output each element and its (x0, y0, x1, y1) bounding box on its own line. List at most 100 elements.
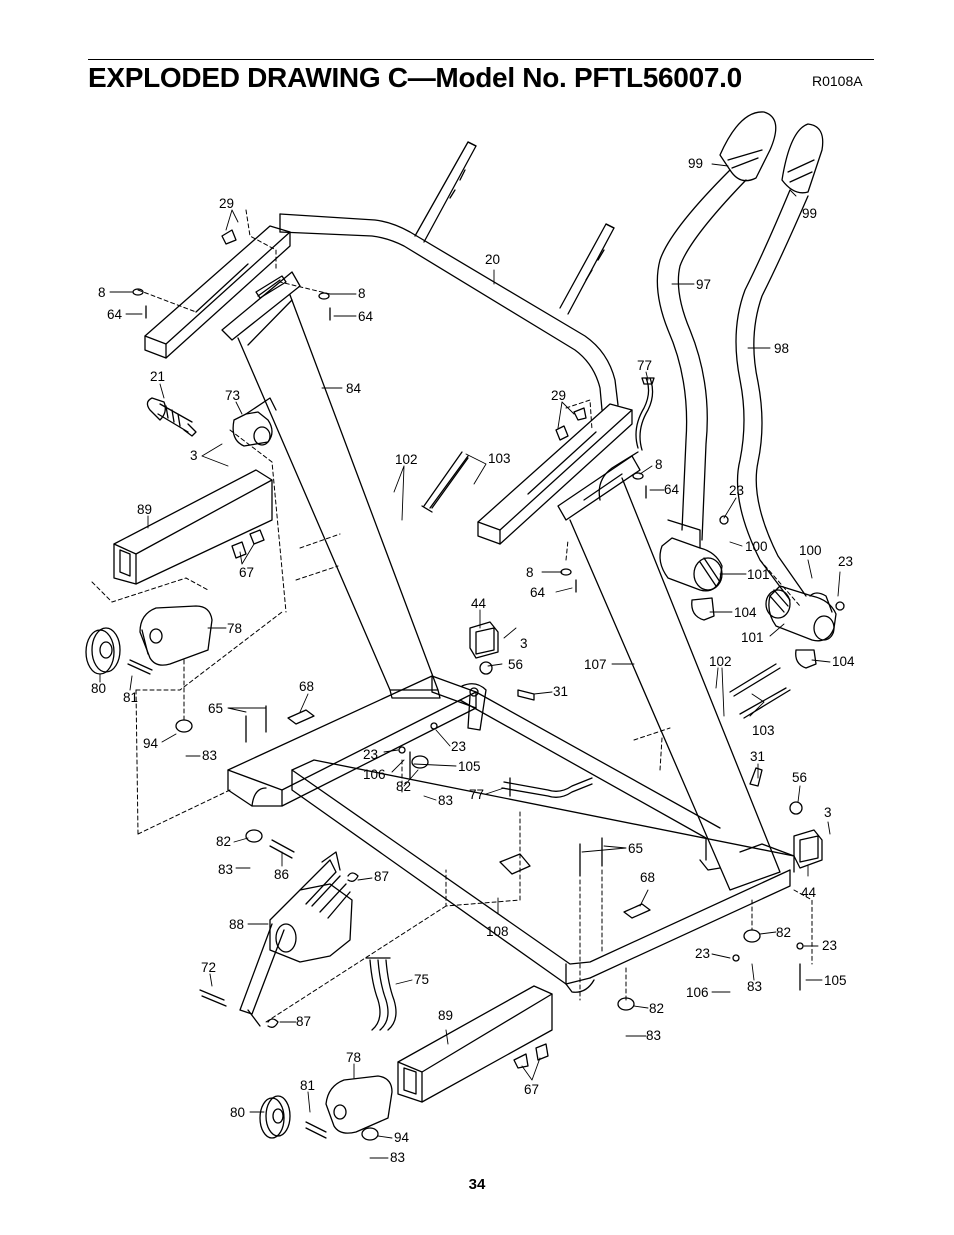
callout-label: 106 (686, 985, 709, 1000)
callout-label: 103 (488, 451, 511, 466)
callout-label: 101 (747, 567, 770, 582)
callout-label: 82 (216, 834, 232, 849)
callout-label: 67 (239, 565, 255, 580)
callout-label: 108 (486, 924, 509, 939)
callout-label: 72 (201, 960, 217, 975)
callout-label: 105 (824, 973, 847, 988)
callout-label: 100 (799, 543, 822, 558)
page-title: EXPLODED DRAWING C—Model No. PFTL56007.0 (88, 62, 742, 93)
left-upright (221, 271, 441, 699)
callout-label: 103 (752, 723, 775, 738)
pulse-grip-right (765, 585, 837, 669)
callout-label: 23 (363, 747, 379, 762)
callout-label: 23 (695, 946, 711, 961)
callout-label: 64 (664, 482, 680, 497)
callout-label: 44 (471, 596, 487, 611)
callout-label: 86 (274, 867, 290, 882)
callout-label: 8 (655, 457, 663, 472)
callout-label: 99 (688, 156, 704, 171)
callout-label: 44 (801, 885, 817, 900)
callout-label: 102 (395, 452, 418, 467)
callout-label: 99 (802, 206, 818, 221)
callout-label: 56 (508, 657, 524, 672)
callout-label: 87 (296, 1014, 312, 1029)
wheel-80-top (85, 627, 153, 675)
callout-label: 83 (202, 748, 218, 763)
callout-label: 104 (832, 654, 855, 669)
callout-label: 80 (230, 1105, 246, 1120)
callout-label: 101 (741, 630, 764, 645)
pulse-grip-left (659, 519, 723, 621)
callout-label: 83 (747, 979, 763, 994)
callout-label: 20 (485, 252, 501, 267)
handle-97 (656, 111, 777, 541)
callout-label: 68 (299, 679, 315, 694)
callout-label: 8 (358, 286, 366, 301)
callout-label: 8 (526, 565, 534, 580)
callout-label: 83 (646, 1028, 662, 1043)
callout-label: 77 (469, 787, 485, 802)
callout-label: 29 (219, 196, 235, 211)
callout-label: 73 (225, 388, 241, 403)
callout-label: 75 (414, 972, 430, 987)
drawing-code: R0108A (812, 73, 863, 89)
callout-label: 68 (640, 870, 656, 885)
wire-77-top (598, 377, 655, 501)
assembly-guides (91, 209, 813, 1023)
wire-77-mid (501, 777, 593, 798)
cover-78-bottom (325, 1075, 393, 1134)
callout-label: 64 (358, 309, 374, 324)
callout-label: 56 (792, 770, 808, 785)
callout-label: 67 (524, 1082, 540, 1097)
callout-label: 65 (208, 701, 224, 716)
leg-tube-89-top (113, 469, 273, 585)
cover-78-top (139, 605, 213, 666)
callout-label: 80 (91, 681, 107, 696)
callout-label: 105 (458, 759, 481, 774)
callout-label: 89 (438, 1008, 454, 1023)
motor-88 (239, 851, 353, 1027)
callout-label: 21 (150, 369, 166, 384)
base-frame (227, 675, 795, 993)
callout-label: 83 (438, 793, 454, 808)
callout-label: 84 (346, 381, 362, 396)
callout-label: 82 (776, 925, 792, 940)
callout-label: 31 (553, 684, 569, 699)
right-handrail-bracket (477, 403, 633, 545)
hardware (132, 229, 845, 1141)
callout-label: 82 (396, 779, 412, 794)
callout-label: 23 (729, 483, 745, 498)
leg-tube-89-bottom (397, 985, 553, 1103)
right-upright (557, 455, 781, 891)
callout-label: 23 (822, 938, 838, 953)
callout-label: 8 (98, 285, 106, 300)
callout-label: 98 (774, 341, 790, 356)
callout-label: 64 (107, 307, 123, 322)
callout-label: 3 (190, 448, 198, 463)
callout-label: 65 (628, 841, 644, 856)
left-handrail-bracket (144, 225, 291, 359)
callout-label: 89 (137, 502, 153, 517)
handle-98 (735, 123, 824, 601)
callout-label: 29 (551, 388, 567, 403)
callout-label: 83 (390, 1150, 406, 1165)
callout-label: 83 (218, 862, 234, 877)
callout-label: 78 (227, 621, 243, 636)
callout-label: 94 (394, 1130, 410, 1145)
callout-label: 81 (123, 690, 139, 705)
callout-label: 82 (649, 1001, 665, 1016)
power-cord (146, 397, 197, 437)
callout-label: 87 (374, 869, 390, 884)
callout-label: 104 (734, 605, 757, 620)
callout-label: 3 (824, 805, 832, 820)
callout-label: 23 (451, 739, 467, 754)
callout-label: 31 (750, 749, 766, 764)
callout-label: 94 (143, 736, 159, 751)
callout-label: 81 (300, 1078, 316, 1093)
leader-lines (99, 163, 841, 1159)
upright-frame (279, 141, 619, 411)
wheel-80-bottom (259, 1095, 327, 1139)
callout-label: 100 (745, 539, 768, 554)
header-rule (88, 59, 874, 60)
